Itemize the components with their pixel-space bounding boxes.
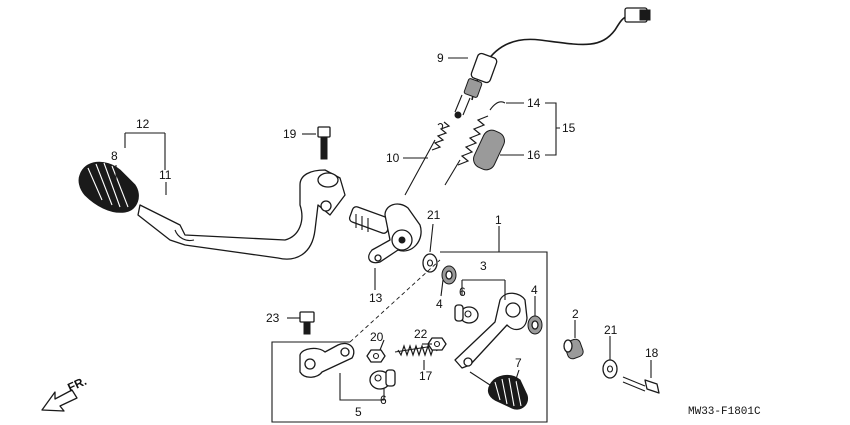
bolt-23 bbox=[299, 311, 315, 335]
pedal-rubber-16 bbox=[473, 129, 505, 171]
drawing-code: MW33-F1801C bbox=[688, 406, 761, 418]
callout-13: 13 bbox=[369, 291, 383, 305]
callout-1: 1 bbox=[495, 213, 502, 227]
bolt-19 bbox=[317, 126, 331, 160]
callout-21-lower: 21 bbox=[604, 323, 618, 337]
pedal-rubber-7 bbox=[469, 371, 529, 410]
assembly-frame-1 bbox=[271, 251, 548, 423]
bearing-4-left bbox=[441, 265, 457, 285]
callout-7: 7 bbox=[515, 356, 522, 370]
washer-21-upper bbox=[422, 253, 438, 273]
return-spring-10 bbox=[404, 121, 451, 196]
bearing-4-right bbox=[527, 315, 543, 335]
collar-6-upper bbox=[454, 304, 479, 324]
callout-9: 9 bbox=[437, 51, 444, 65]
callout-2: 2 bbox=[572, 307, 579, 321]
callout-12: 12 bbox=[136, 117, 150, 131]
callout-11: 11 bbox=[159, 168, 172, 182]
callout-5: 5 bbox=[355, 405, 362, 419]
callout-19: 19 bbox=[283, 127, 297, 141]
callout-4-right: 4 bbox=[531, 283, 538, 297]
callout-15: 15 bbox=[562, 121, 576, 135]
callout-16: 16 bbox=[527, 148, 541, 162]
callout-10: 10 bbox=[386, 151, 400, 165]
callout-6-upper: 6 bbox=[459, 285, 466, 299]
callout-23: 23 bbox=[266, 311, 280, 325]
callout-14: 14 bbox=[527, 96, 541, 110]
leader-lines bbox=[115, 57, 652, 401]
callout-17: 17 bbox=[419, 369, 433, 383]
shift-arm-3 bbox=[454, 292, 528, 369]
front-label: FR. bbox=[65, 374, 88, 395]
front-direction-arrow: FR. bbox=[41, 374, 89, 412]
callout-4-left: 4 bbox=[436, 297, 443, 311]
bolt-18 bbox=[622, 376, 660, 394]
callout-21-upper: 21 bbox=[427, 208, 441, 222]
callout-8: 8 bbox=[111, 149, 118, 163]
gearshift-spindle-13 bbox=[348, 203, 422, 264]
collar-6-lower bbox=[369, 369, 396, 390]
callout-22: 22 bbox=[414, 327, 428, 341]
callout-18: 18 bbox=[645, 346, 659, 360]
nut-22 bbox=[427, 337, 447, 351]
neutral-switch-assembly bbox=[454, 7, 651, 119]
callout-6-lower: 6 bbox=[380, 393, 387, 407]
collar-2 bbox=[563, 338, 584, 360]
spring-14 bbox=[444, 101, 506, 186]
callout-20: 20 bbox=[370, 330, 384, 344]
nut-20 bbox=[366, 349, 386, 363]
joint-5 bbox=[299, 342, 355, 378]
callout-3: 3 bbox=[480, 259, 487, 273]
gearshift-pedal-11 bbox=[137, 169, 346, 260]
callout-labels: 9 12 8 11 19 10 14 15 16 21 13 1 3 4 6 4… bbox=[111, 51, 659, 419]
washer-21-lower bbox=[602, 359, 618, 379]
shift-pedal-rubber-8 bbox=[78, 161, 139, 213]
